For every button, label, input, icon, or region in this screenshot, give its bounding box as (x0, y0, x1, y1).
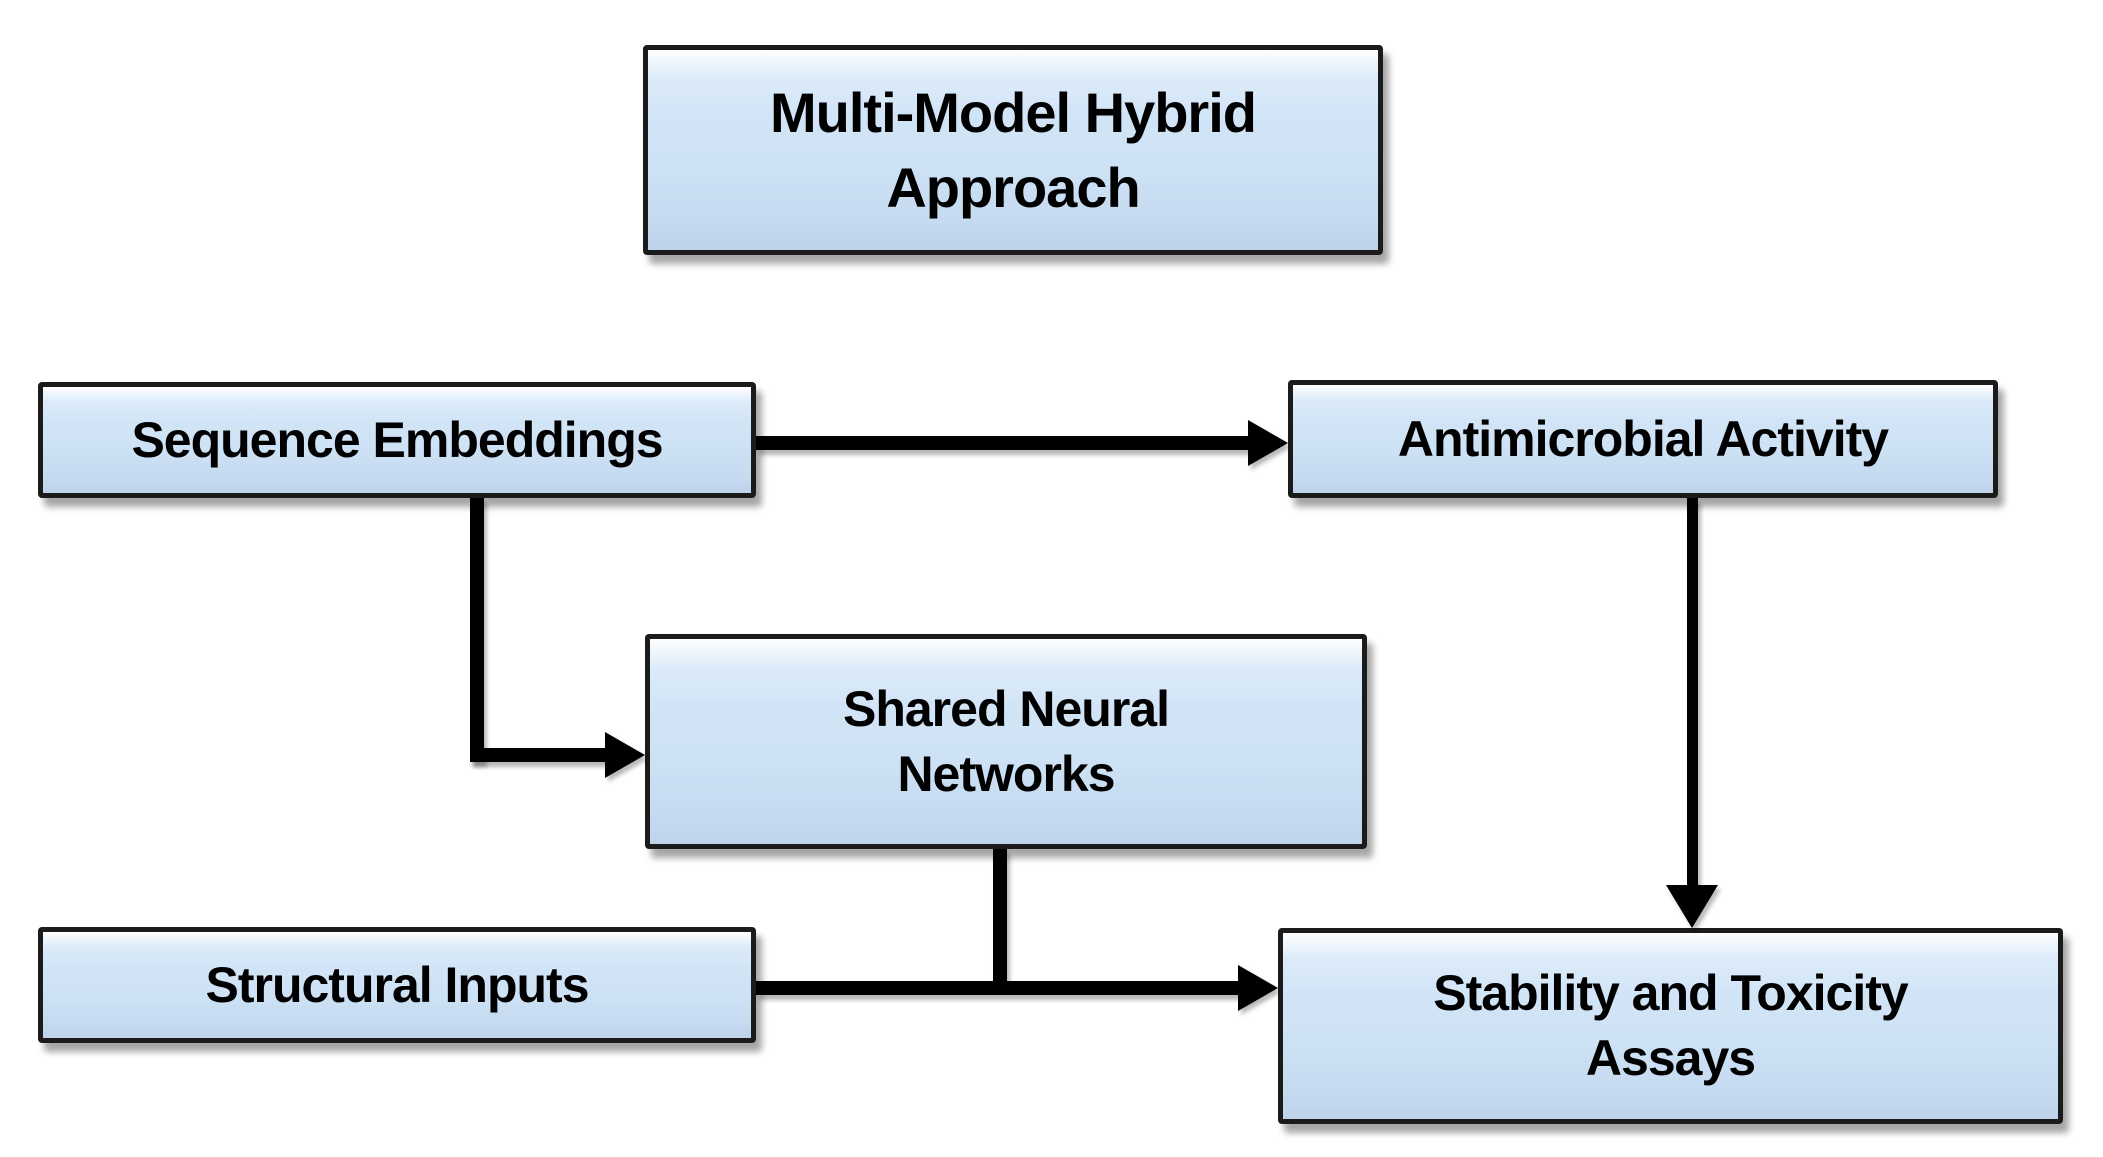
node-sequence-embeddings: Sequence Embeddings (38, 382, 756, 498)
node-structural-inputs: Structural Inputs (38, 927, 756, 1043)
node-label: Stability and Toxicity Assays (1283, 961, 2058, 1091)
edge-sequence-to-shared-horizontal-line (470, 748, 610, 762)
node-label: Sequence Embeddings (43, 408, 751, 473)
edge-sequence-to-shared-vertical-line (470, 498, 484, 762)
node-label-line: Multi-Model Hybrid (770, 80, 1257, 144)
node-label-line: Structural Inputs (205, 956, 589, 1013)
node-label-line: Shared Neural (842, 680, 1170, 737)
node-label: Structural Inputs (43, 953, 751, 1018)
edge-antimicrobial-to-stability-arrowhead-icon (1666, 885, 1718, 928)
node-label: Shared Neural Networks (650, 677, 1362, 807)
node-label-line: Approach (886, 156, 1140, 219)
edge-antimicrobial-to-stability-line (1687, 498, 1698, 885)
node-shared-neural-networks: Shared Neural Networks (645, 634, 1367, 849)
node-multi-model-hybrid-approach: Multi-Model Hybrid Approach (643, 45, 1383, 255)
edge-structural-to-stability-line (756, 981, 1238, 995)
node-label: Multi-Model Hybrid Approach (648, 75, 1378, 225)
node-label: Antimicrobial Activity (1293, 407, 1993, 472)
edge-structural-to-stability-arrowhead-icon (1238, 965, 1278, 1011)
edge-sequence-to-antimicrobial-arrowhead-icon (1248, 420, 1288, 466)
edge-sequence-to-shared-arrowhead-icon (605, 732, 645, 778)
node-antimicrobial-activity: Antimicrobial Activity (1288, 380, 1998, 498)
edge-sequence-to-antimicrobial-line (756, 436, 1248, 450)
node-label-line: Assays (1585, 1030, 1756, 1086)
node-label-line: Networks (897, 745, 1115, 802)
node-label-line: Sequence Embeddings (131, 411, 663, 468)
node-stability-and-toxicity-assays: Stability and Toxicity Assays (1278, 928, 2063, 1124)
node-label-line: Antimicrobial Activity (1397, 410, 1889, 467)
node-label-line: Stability and Toxicity (1433, 965, 1908, 1021)
edge-shared-to-connector-line (993, 849, 1007, 981)
